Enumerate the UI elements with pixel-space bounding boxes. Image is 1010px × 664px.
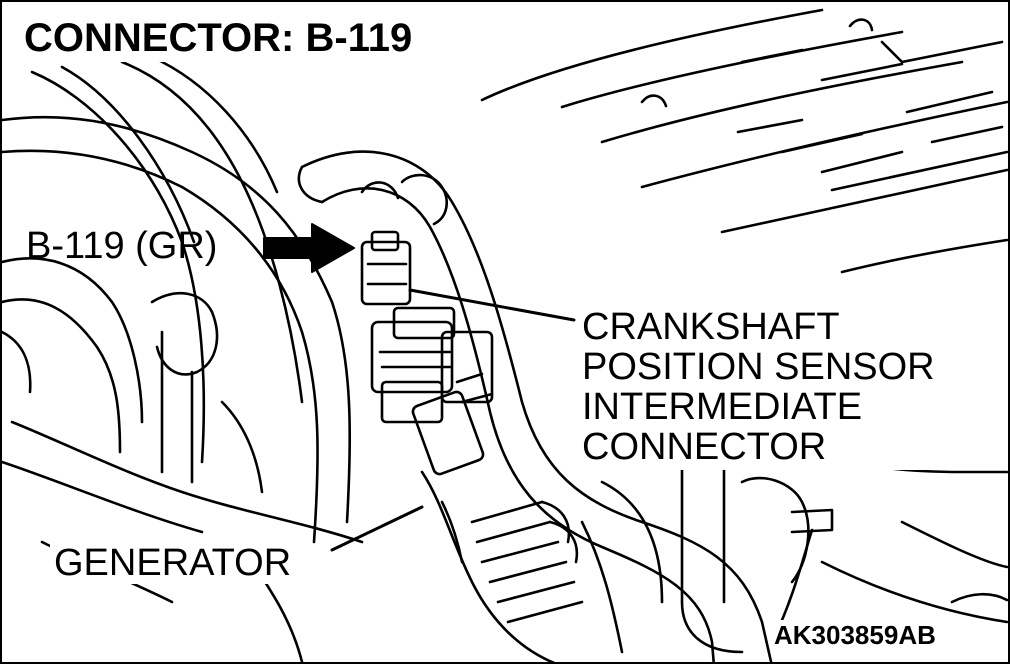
sensor-label-line: POSITION SENSOR: [582, 345, 935, 388]
sensor-label-line: INTERMEDIATE: [582, 385, 863, 428]
central-hose: [297, 150, 773, 662]
figure-code: AK303859AB: [770, 620, 940, 650]
sensor-connector-label: CRANKSHAFT POSITION SENSOR INTERMEDIATE …: [578, 306, 1006, 470]
left-hoses: [2, 55, 364, 662]
generator-label: GENERATOR: [50, 542, 296, 584]
connector-pointer-arrow: [263, 223, 355, 273]
sensor-label-line: CRANKSHAFT: [582, 306, 840, 348]
connector-cluster: [360, 173, 494, 476]
engine-cover: [480, 8, 1008, 274]
generator: [420, 470, 664, 662]
leader-lines: [330, 288, 576, 552]
connector-label: B-119 (GR): [26, 225, 218, 267]
sensor-label-line: CONNECTOR: [582, 425, 827, 468]
diagram-title: CONNECTOR: B-119: [20, 16, 419, 62]
